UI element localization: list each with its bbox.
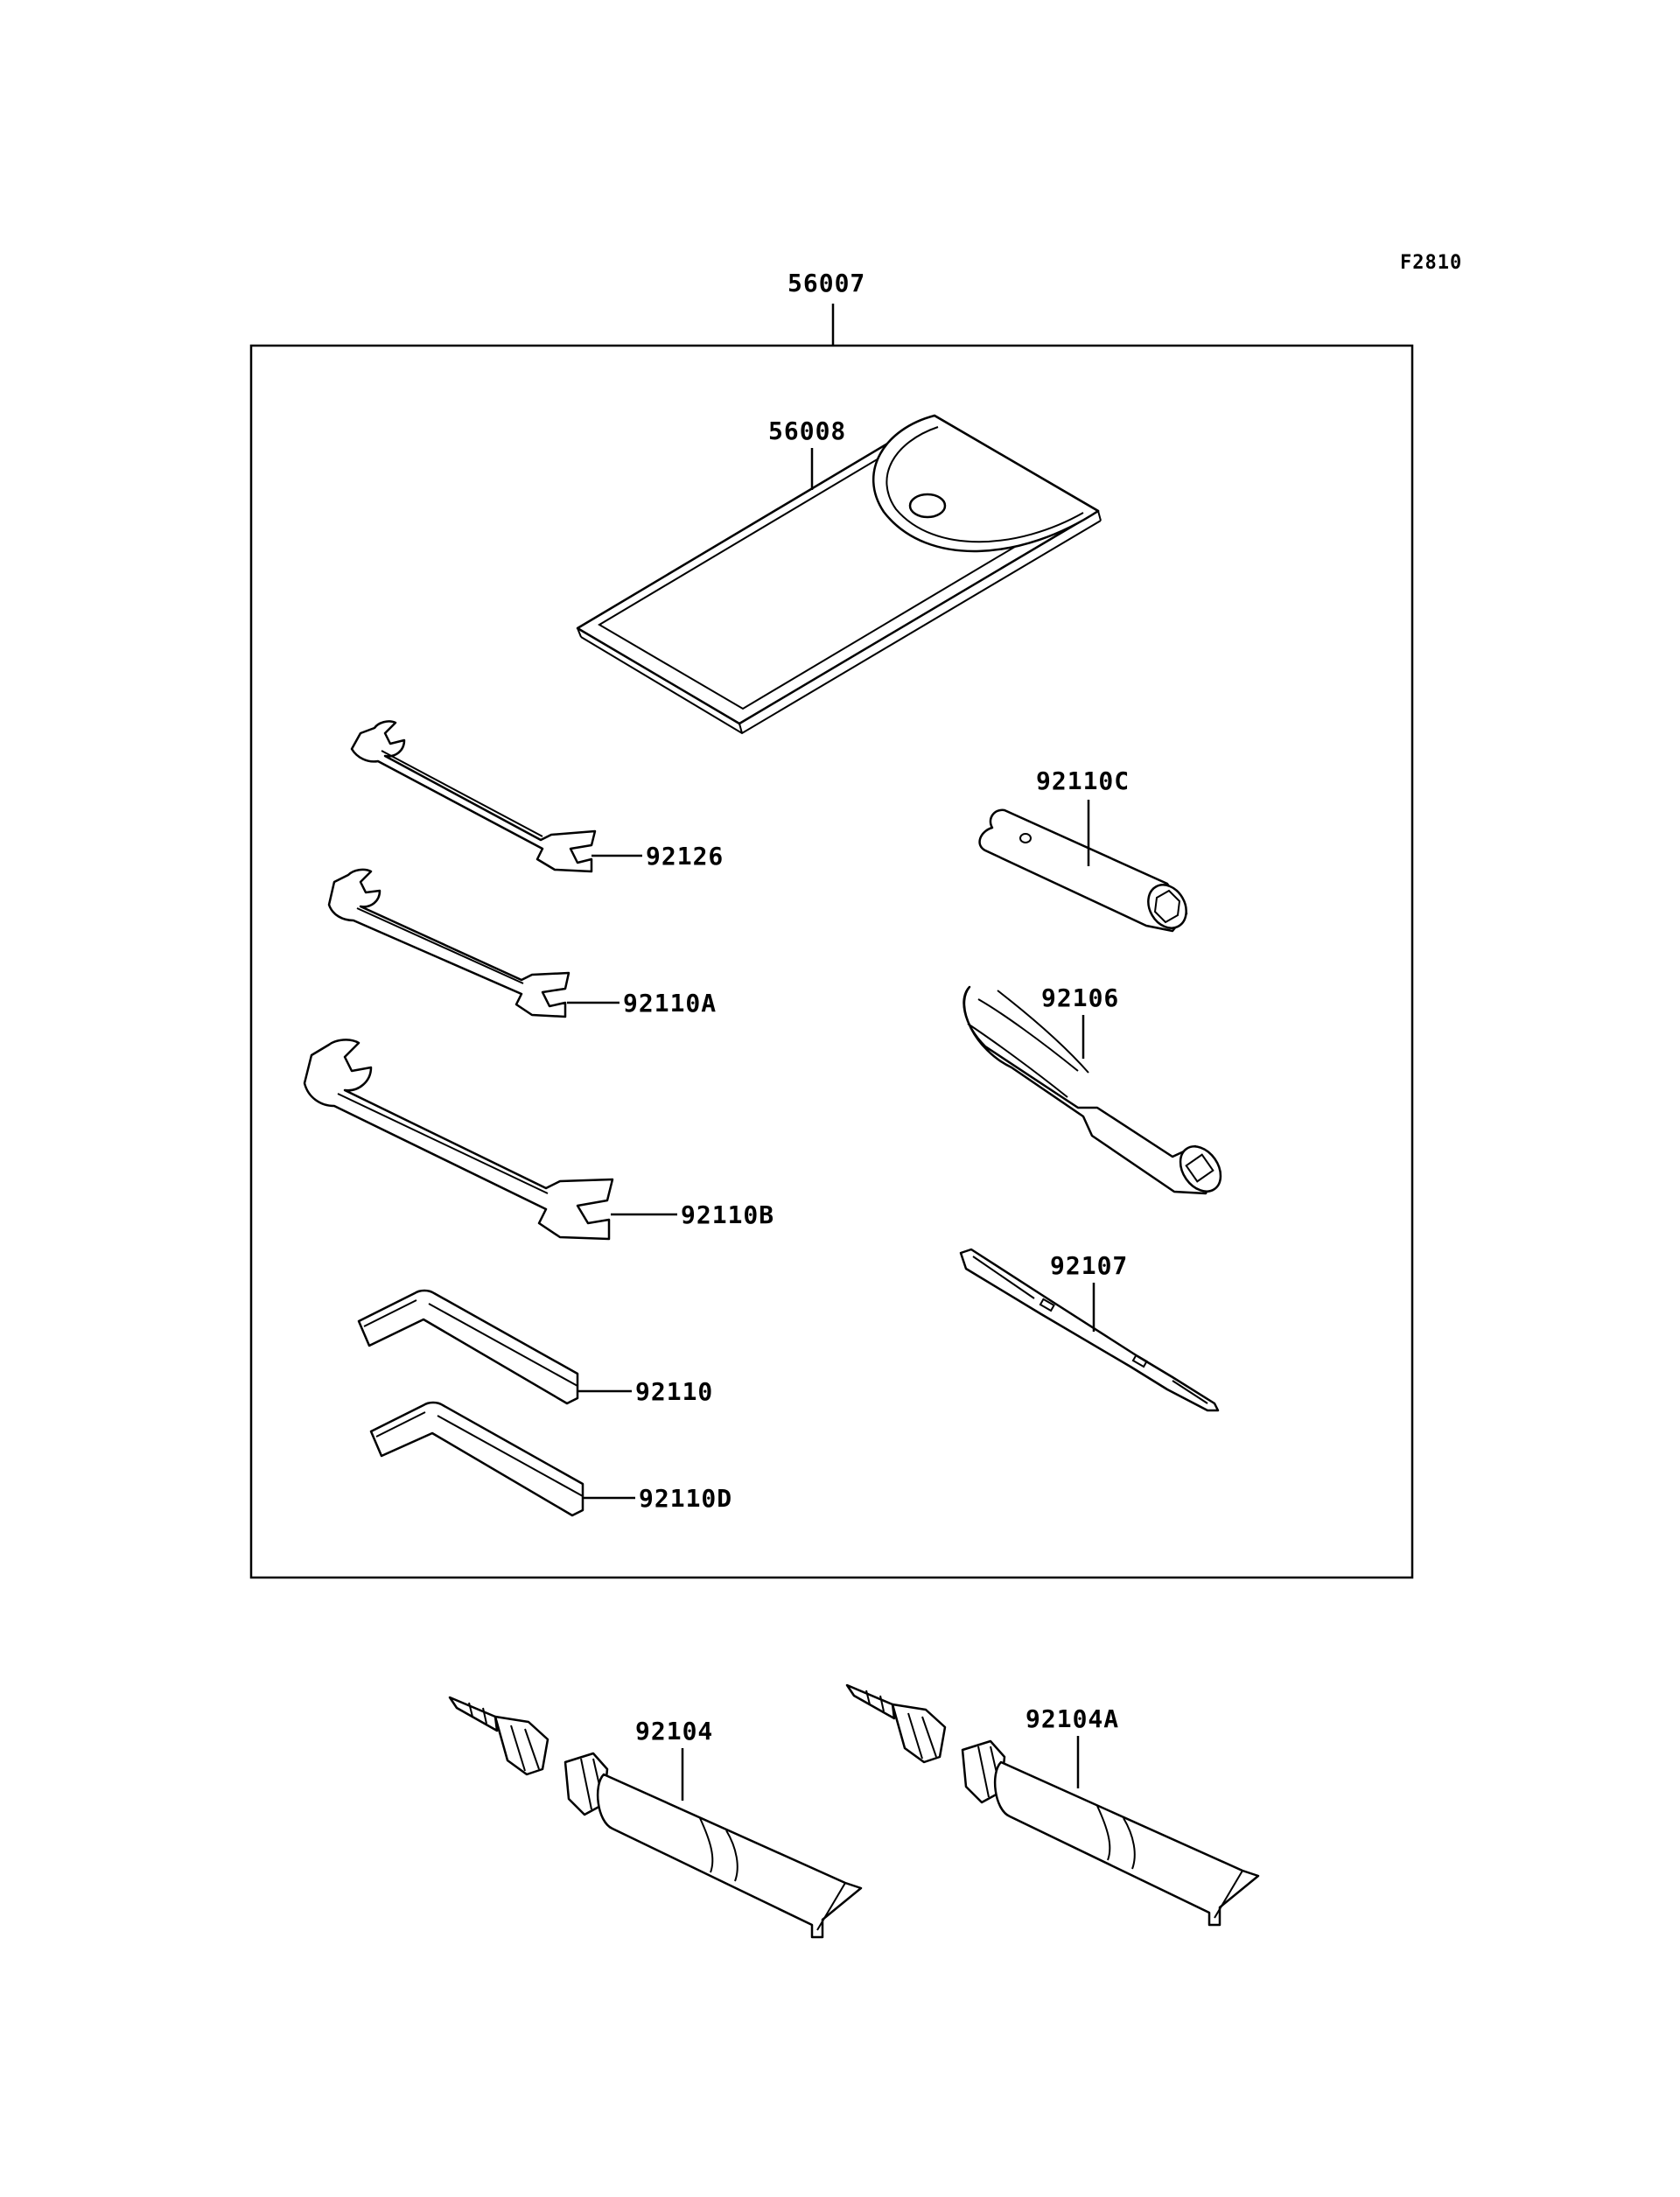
label-92110: 92110 — [635, 1377, 713, 1406]
label-92110C: 92110C — [1036, 766, 1130, 795]
grease-tube-92104 — [448, 1696, 863, 1939]
label-92110A: 92110A — [623, 989, 717, 1018]
screwdriver-bit-92107 — [959, 1248, 1220, 1412]
label-92126: 92126 — [646, 842, 724, 871]
label-92104: 92104 — [635, 1717, 713, 1746]
wrench-92110A — [327, 868, 570, 1018]
label-92110D: 92110D — [639, 1484, 732, 1513]
label-92110B: 92110B — [681, 1200, 774, 1229]
label-92107: 92107 — [1050, 1251, 1128, 1280]
assembly-label: 56007 — [788, 269, 865, 297]
grease-tube-92104A — [845, 1683, 1260, 1927]
tool-pouch — [576, 414, 1102, 735]
figure-code: F2810 — [1400, 252, 1462, 274]
wrench-92110B — [303, 1039, 614, 1241]
box-spanner-92110C — [978, 808, 1188, 933]
label-92106: 92106 — [1041, 983, 1119, 1012]
hex-key-92110 — [357, 1289, 579, 1405]
label-56008: 56008 — [768, 416, 846, 445]
toolkit-box — [249, 344, 1414, 1579]
label-92104A: 92104A — [1026, 1704, 1119, 1733]
wrench-92126 — [350, 720, 597, 873]
screwdriver-handle-92106 — [962, 985, 1222, 1195]
hex-key-92110D — [369, 1401, 584, 1517]
